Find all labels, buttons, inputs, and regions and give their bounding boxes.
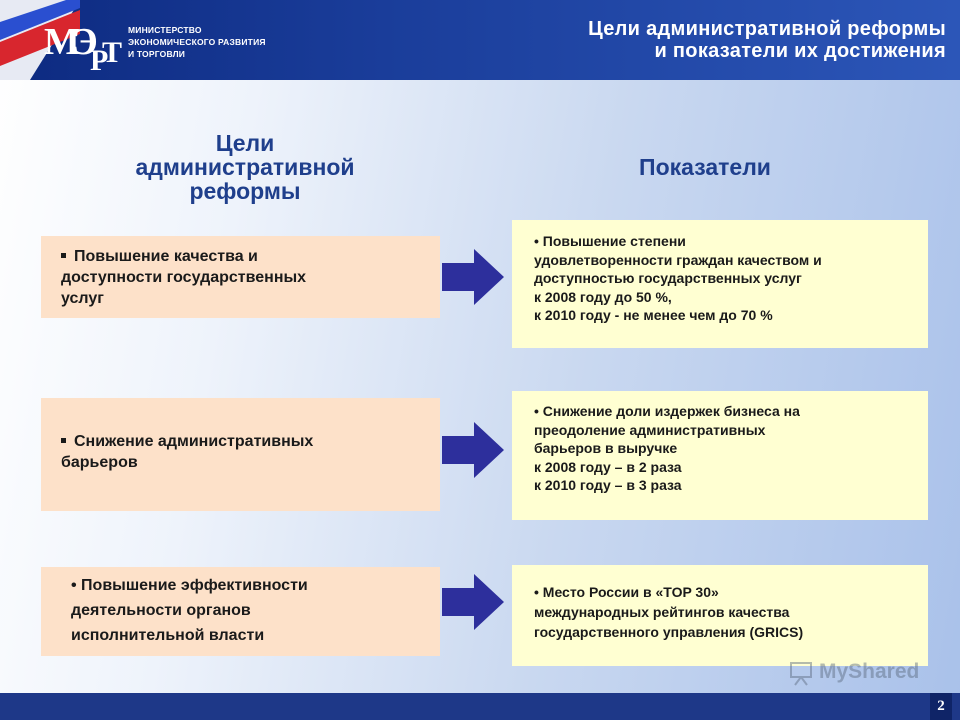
indicator-line: доступностью государственных услуг [534,270,802,286]
footer-bar: 2 [0,693,960,720]
svg-text:Э: Э [72,21,98,63]
goal-line: • Повышение эффективности [71,577,308,594]
presentation-board-icon [790,662,812,686]
indicator-line: • Место России в «TOP 30» [534,584,719,600]
indicators-column-heading: Показатели [639,154,771,180]
indicator-line: к 2008 году – в 2 раза [534,458,682,475]
right-arrow-icon [442,249,504,305]
indicator-line: барьеров в выручке [534,440,678,456]
right-arrow-icon [442,422,504,478]
page-number: 2 [930,693,952,720]
indicator-box-satisfaction: • Повышение степени удовлетворенности гр… [512,220,928,348]
indicator-line: к 2008 году до 50 %, [534,288,672,305]
indicator-line: к 2010 году – в 3 раза [534,477,682,493]
goal-line: Повышение качества и [61,246,430,267]
svg-text:Р: Р [90,44,108,74]
header-bar: М Э Р Т МИНИСТЕРСТВО ЭКОНОМИЧЕСКОГО РАЗВ… [0,0,960,80]
ministry-name-line: МИНИСТЕРСТВО [128,25,202,35]
goal-line: услуг [61,290,104,307]
svg-text:М: М [44,21,80,63]
goal-line: исполнительной власти [71,627,265,644]
goals-heading-line: реформы [189,178,301,204]
goal-line: доступности государственных [61,269,307,286]
indicator-line: преодоление административных [534,421,766,438]
goal-line: барьеров [61,454,138,471]
square-bullet-icon [61,253,66,259]
goals-heading-line: административной [135,154,355,180]
indicator-line: международных рейтингов качества [534,604,790,620]
goal-box-efficiency: • Повышение эффективности деятельности о… [41,567,440,656]
watermark-text: MyShared [819,660,920,683]
svg-text:Т: Т [102,36,122,69]
goals-column-heading: Цели административной реформы [100,131,390,203]
slide-title-line1: Цели административной реформы [588,18,946,40]
indicator-line: государственного управления (GRICS) [534,624,804,640]
indicator-line: удовлетворенности граждан качеством и [534,251,822,268]
ministry-name: МИНИСТЕРСТВО ЭКОНОМИЧЕСКОГО РАЗВИТИЯ И Т… [128,24,266,60]
slide-title: Цели административной реформы и показате… [588,18,946,62]
right-arrow-icon [442,574,504,630]
goals-heading-line: Цели [215,130,275,156]
russian-flag-icon [0,0,80,80]
goal-box-quality: Повышение качества и доступности государ… [41,236,440,318]
indicator-line: к 2010 году - не менее чем до 70 % [534,307,773,323]
slide-title-line2: и показатели их достижения [654,40,946,62]
indicator-line: • Повышение степени [534,233,686,249]
goal-box-barriers: Снижение административных барьеров [41,398,440,511]
indicator-box-ranking: • Место России в «TOP 30» международных … [512,565,928,666]
indicator-line: • Снижение доли издержек бизнеса на [534,403,800,419]
goal-line: деятельности органов [71,602,251,619]
goal-line: Снижение административных [61,431,430,452]
ministry-logo-icon: М Э Р Т [44,21,122,74]
square-bullet-icon [61,438,66,444]
ministry-name-line: ЭКОНОМИЧЕСКОГО РАЗВИТИЯ [128,37,266,47]
ministry-name-line: И ТОРГОВЛИ [128,49,186,59]
indicator-box-costs: • Снижение доли издержек бизнеса на прео… [512,391,928,520]
watermark: MyShared [789,658,925,688]
